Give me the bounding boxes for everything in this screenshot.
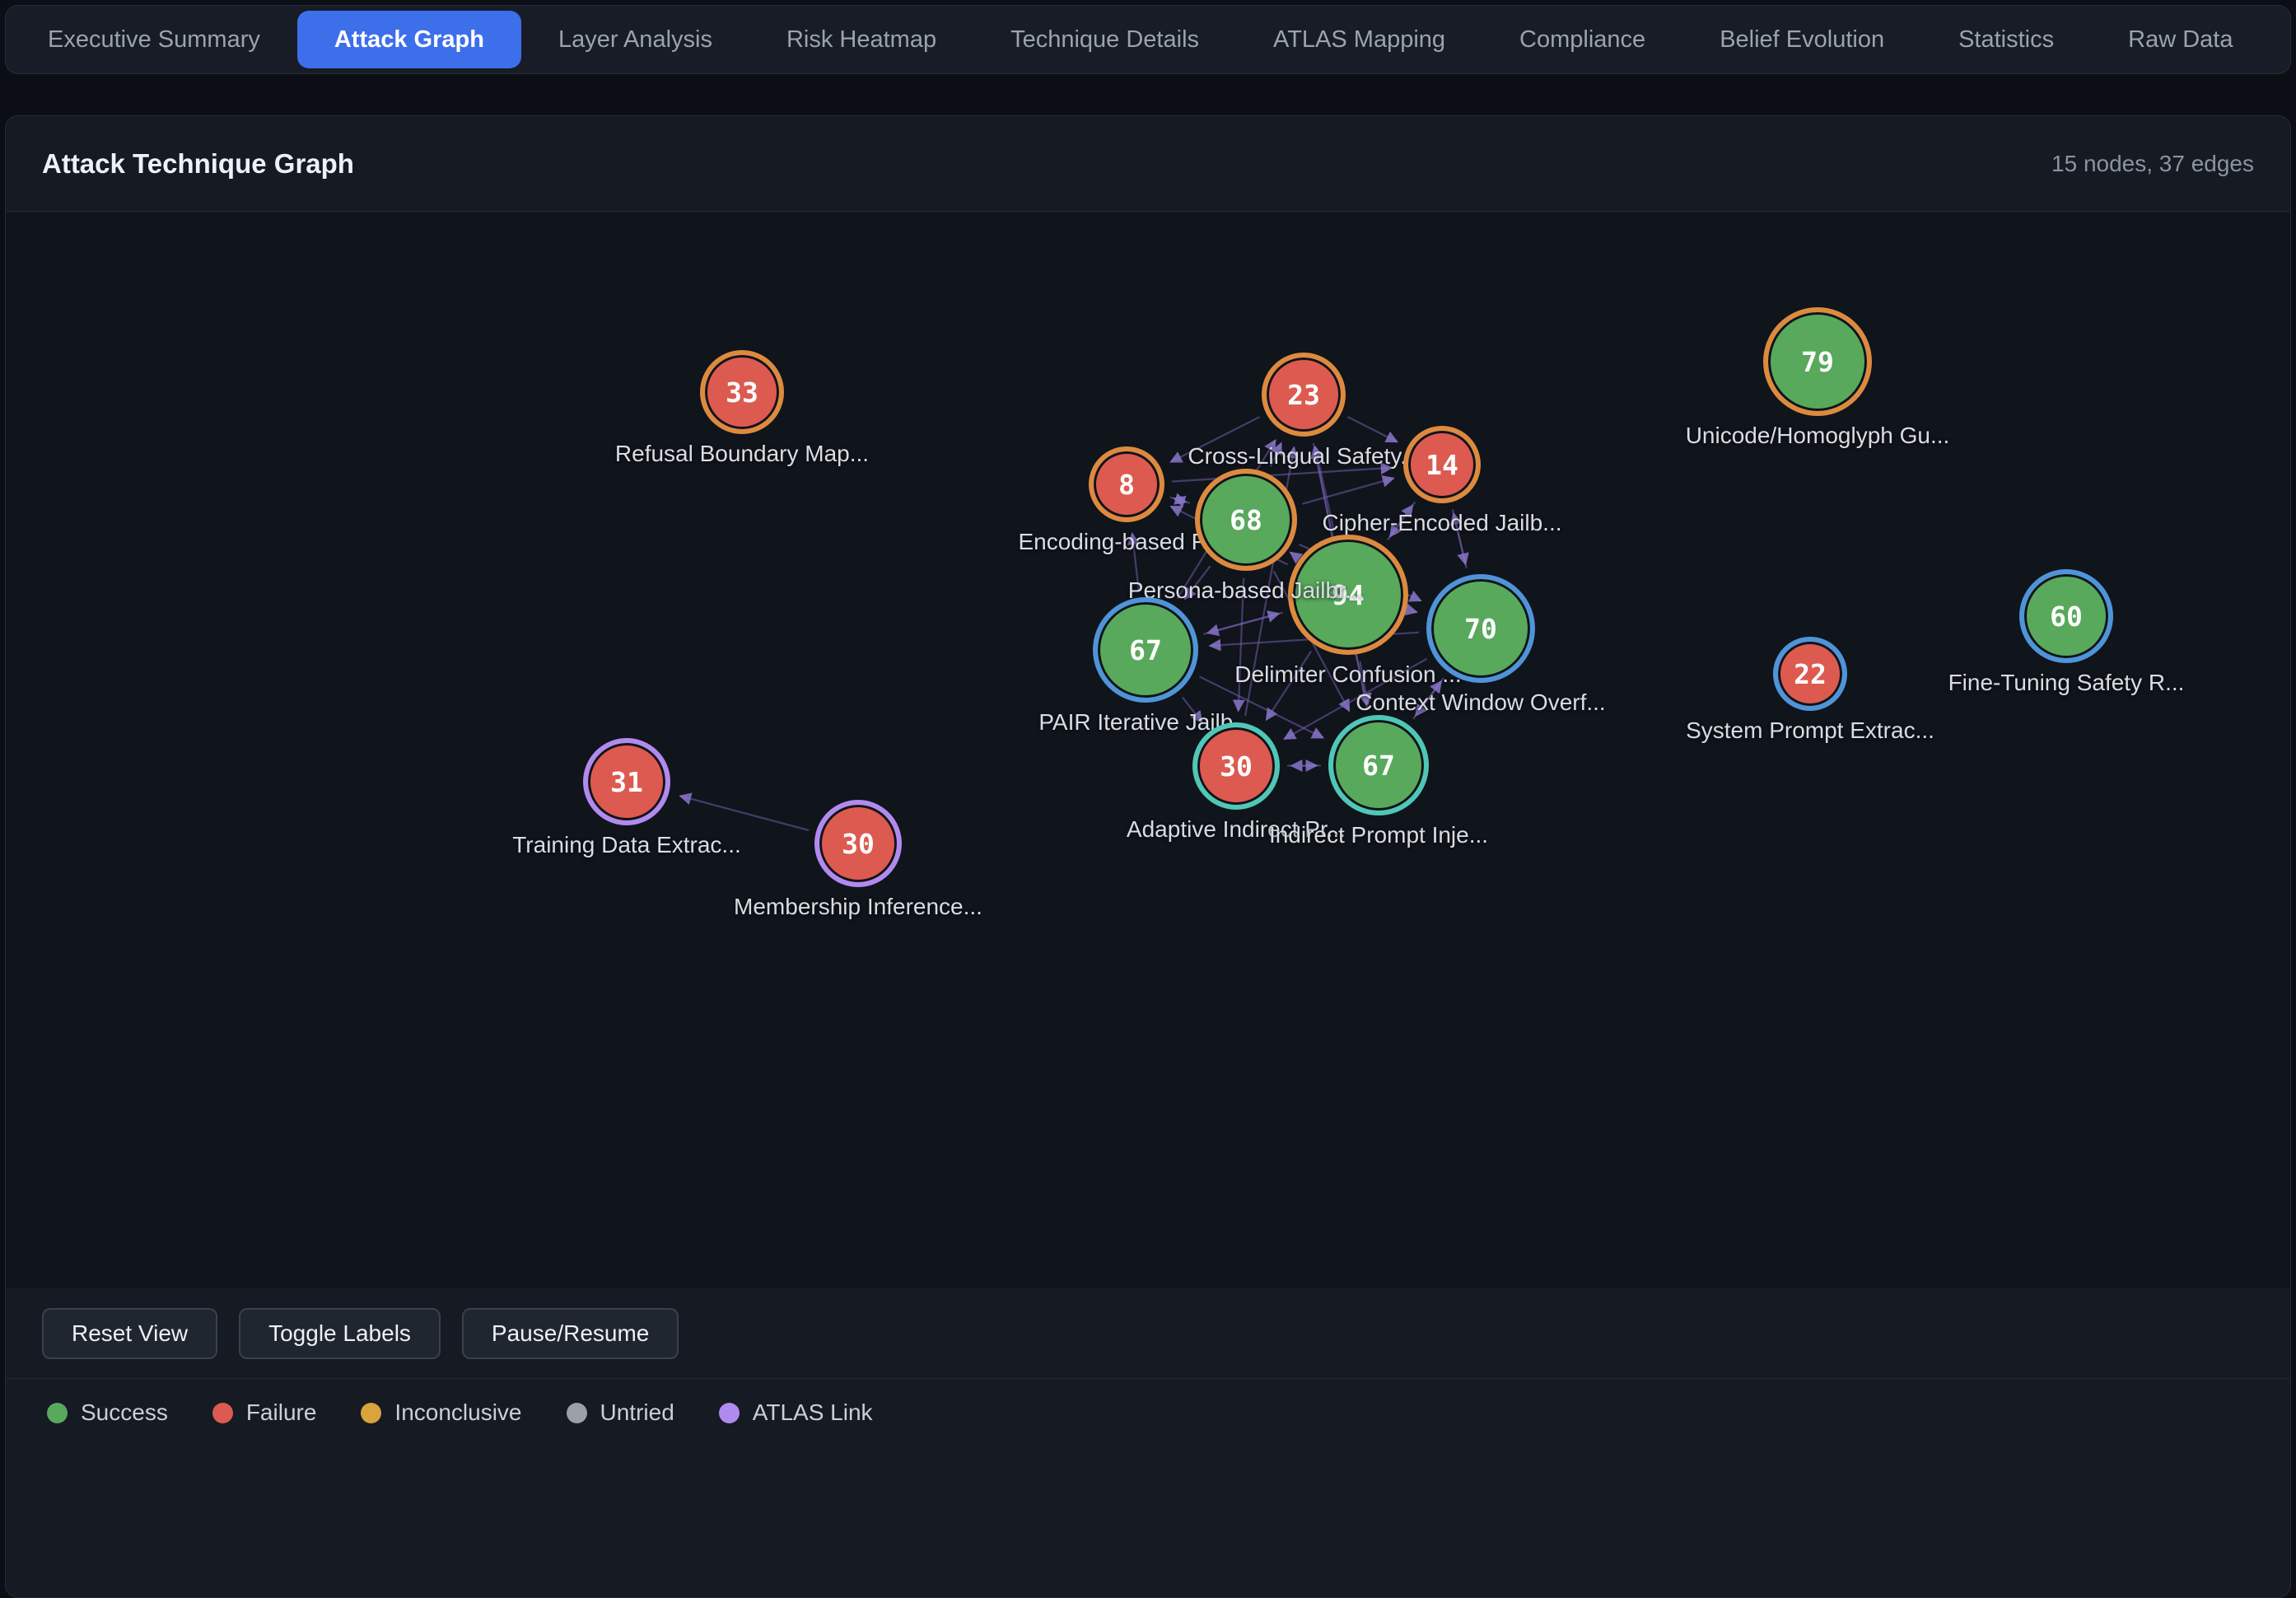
node-score: 67 [1129,637,1162,664]
node-label-delimiter: Delimiter Confusion ... [1234,661,1461,688]
legend-label: Inconclusive [394,1399,521,1426]
reset-view-button[interactable]: Reset View [42,1308,217,1359]
tab-technique-details[interactable]: Technique Details [973,11,1236,68]
graph-controls: Reset View Toggle Labels Pause/Resume [6,1288,2290,1379]
node-score: 22 [1794,661,1827,688]
tab-belief-evolution[interactable]: Belief Evolution [1682,11,1921,68]
legend-item-failure: Failure [212,1399,317,1426]
node-label-crosslingual: Cross-Lingual Safety... [1188,443,1419,470]
node-score: 31 [610,769,643,796]
legend-label: Success [81,1399,168,1426]
graph-edge [1413,611,1416,612]
node-score: 79 [1801,348,1834,376]
legend-label: Untried [600,1399,674,1426]
tab-risk-heatmap[interactable]: Risk Heatmap [749,11,973,68]
tab-statistics[interactable]: Statistics [1921,11,2091,68]
failure-dot-icon [212,1403,233,1423]
graph-node-sysprompt[interactable]: 22 [1773,637,1847,711]
graph-node-refusal[interactable]: 33 [700,350,784,434]
toggle-labels-button[interactable]: Toggle Labels [239,1308,441,1359]
untried-dot-icon [567,1403,587,1423]
node-score: 60 [2050,603,2083,630]
node-label-context: Context Window Overf... [1356,689,1605,716]
graph-node-context[interactable]: 70 [1426,574,1535,683]
node-score: 67 [1362,752,1395,779]
success-dot-icon [47,1403,68,1423]
graph-edge [1290,553,1293,554]
panel-title: Attack Technique Graph [42,148,354,180]
node-label-training: Training Data Extrac... [512,832,741,858]
node-score: 30 [842,830,875,857]
node-label-refusal: Refusal Boundary Map... [615,441,869,467]
node-score: 70 [1464,615,1497,642]
graph-node-adaptive[interactable]: 30 [1192,722,1280,810]
node-score: 68 [1230,507,1262,534]
legend-label: Failure [246,1399,317,1426]
atlas-link-dot-icon [719,1403,740,1423]
graph-node-cipher[interactable]: 14 [1403,426,1481,503]
node-score: 23 [1287,381,1320,409]
node-label-membership: Membership Inference... [734,894,982,920]
graph-edge [1348,417,1398,442]
graph-node-encoding[interactable]: 8 [1089,446,1164,522]
node-score: 33 [726,379,758,406]
graph-node-crosslingual[interactable]: 23 [1262,353,1346,437]
graph-edge [1170,498,1186,502]
panel-header: Attack Technique Graph 15 nodes, 37 edge… [6,116,2290,212]
tab-layer-analysis[interactable]: Layer Analysis [521,11,749,68]
node-score: 14 [1426,451,1458,479]
node-label-finetuning: Fine-Tuning Safety R... [1948,670,2185,696]
node-label-unicode: Unicode/Homoglyph Gu... [1686,423,1950,449]
graph-node-indirect[interactable]: 67 [1328,715,1429,815]
graph-edge [1302,479,1393,504]
legend-label: ATLAS Link [753,1399,873,1426]
legend-item-success: Success [47,1399,168,1426]
attack-graph-panel: Attack Technique Graph 15 nodes, 37 edge… [5,115,2291,1598]
graph-edges-layer [6,213,2290,1288]
graph-edge [680,796,809,830]
graph-node-persona[interactable]: 68 [1195,469,1297,571]
tab-executive-summary[interactable]: Executive Summary [11,11,297,68]
pause-resume-button[interactable]: Pause/Resume [462,1308,679,1359]
legend-item-atlas-link: ATLAS Link [719,1399,873,1426]
graph-node-membership[interactable]: 30 [814,800,902,887]
tab-attack-graph[interactable]: Attack Graph [297,11,521,68]
graph-legend: Success Failure Inconclusive Untried ATLAS L… [6,1379,2290,1446]
graph-node-pair[interactable]: 67 [1093,597,1198,703]
graph-node-unicode[interactable]: 79 [1763,307,1872,416]
node-label-cipher: Cipher-Encoded Jailb... [1322,510,1561,536]
node-label-sysprompt: System Prompt Extrac... [1686,717,1934,744]
tab-atlas-mapping[interactable]: ATLAS Mapping [1236,11,1482,68]
tab-compliance[interactable]: Compliance [1482,11,1682,68]
node-score: 8 [1118,471,1135,498]
node-score: 30 [1220,753,1253,780]
graph-node-training[interactable]: 31 [583,738,670,825]
graph-stats: 15 nodes, 37 edges [2051,151,2254,177]
graph-edge [1172,468,1392,482]
graph-node-finetuning[interactable]: 60 [2019,569,2113,663]
legend-item-untried: Untried [567,1399,674,1426]
inconclusive-dot-icon [361,1403,381,1423]
legend-item-inconclusive: Inconclusive [361,1399,521,1426]
tab-raw-data[interactable]: Raw Data [2091,11,2270,68]
node-label-indirect: Indirect Prompt Inje... [1269,822,1488,848]
